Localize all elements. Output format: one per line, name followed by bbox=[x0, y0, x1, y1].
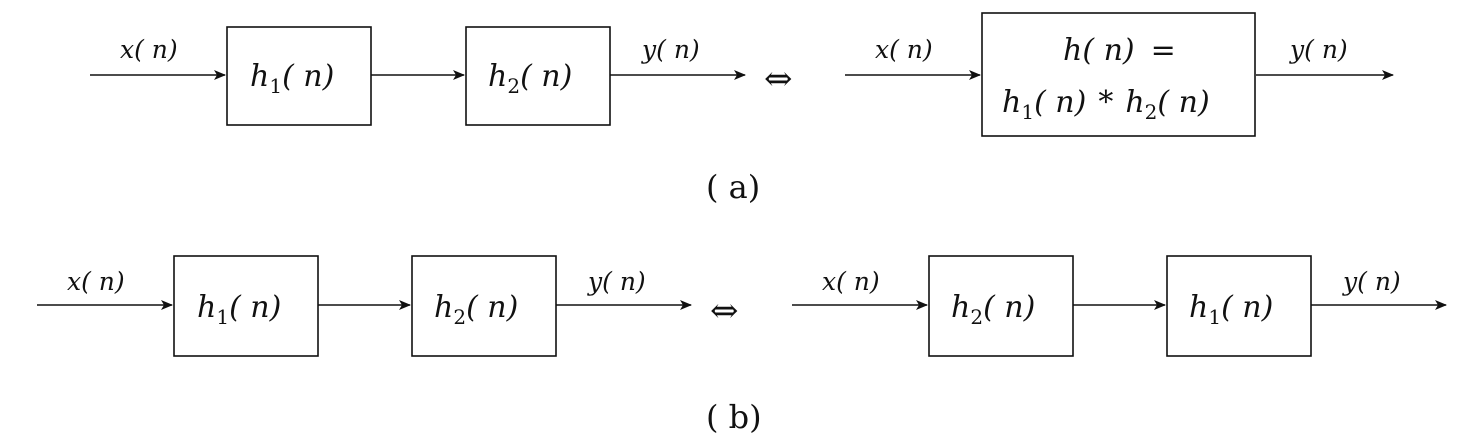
output-label: y( n) bbox=[587, 267, 646, 296]
block-h2-label: h2( n) bbox=[434, 290, 518, 329]
input-label: x( n) bbox=[875, 35, 933, 64]
output-label: y( n) bbox=[1342, 267, 1401, 296]
block-h2 bbox=[465, 26, 611, 126]
equivalence-symbol: ⇔ bbox=[710, 291, 739, 331]
panel-b: x( n) h1( n) h2( n) y( n) ⇔ x( n) h2( n)… bbox=[37, 255, 1447, 436]
block-h1 bbox=[1166, 255, 1312, 357]
caption-a: ( a) bbox=[706, 168, 760, 206]
block-h2-label: h2( n) bbox=[951, 290, 1035, 329]
block-h1-label: h1( n) bbox=[197, 290, 281, 329]
block-h-combined bbox=[981, 12, 1256, 137]
input-label: x( n) bbox=[822, 267, 880, 296]
block-h-combined-line1: h( n)= bbox=[1063, 33, 1176, 68]
panel-a: x( n) h1( n) h2( n) y( n) ⇔ x( n) h( n)=… bbox=[90, 12, 1394, 206]
output-label: y( n) bbox=[1289, 35, 1348, 64]
block-h2 bbox=[411, 255, 557, 357]
block-h-combined-line2: h1( n)*h2( n) bbox=[1002, 85, 1210, 124]
block-h1-label: h1( n) bbox=[1189, 290, 1273, 329]
block-h2 bbox=[928, 255, 1074, 357]
equivalence-symbol: ⇔ bbox=[764, 59, 793, 99]
block-h2-label: h2( n) bbox=[488, 59, 572, 98]
block-h1-label: h1( n) bbox=[250, 59, 334, 98]
output-label: y( n) bbox=[641, 35, 700, 64]
block-h1 bbox=[173, 255, 319, 357]
caption-b: ( b) bbox=[706, 398, 762, 436]
input-label: x( n) bbox=[67, 267, 125, 296]
input-label: x( n) bbox=[120, 35, 178, 64]
block-h1 bbox=[226, 26, 372, 126]
